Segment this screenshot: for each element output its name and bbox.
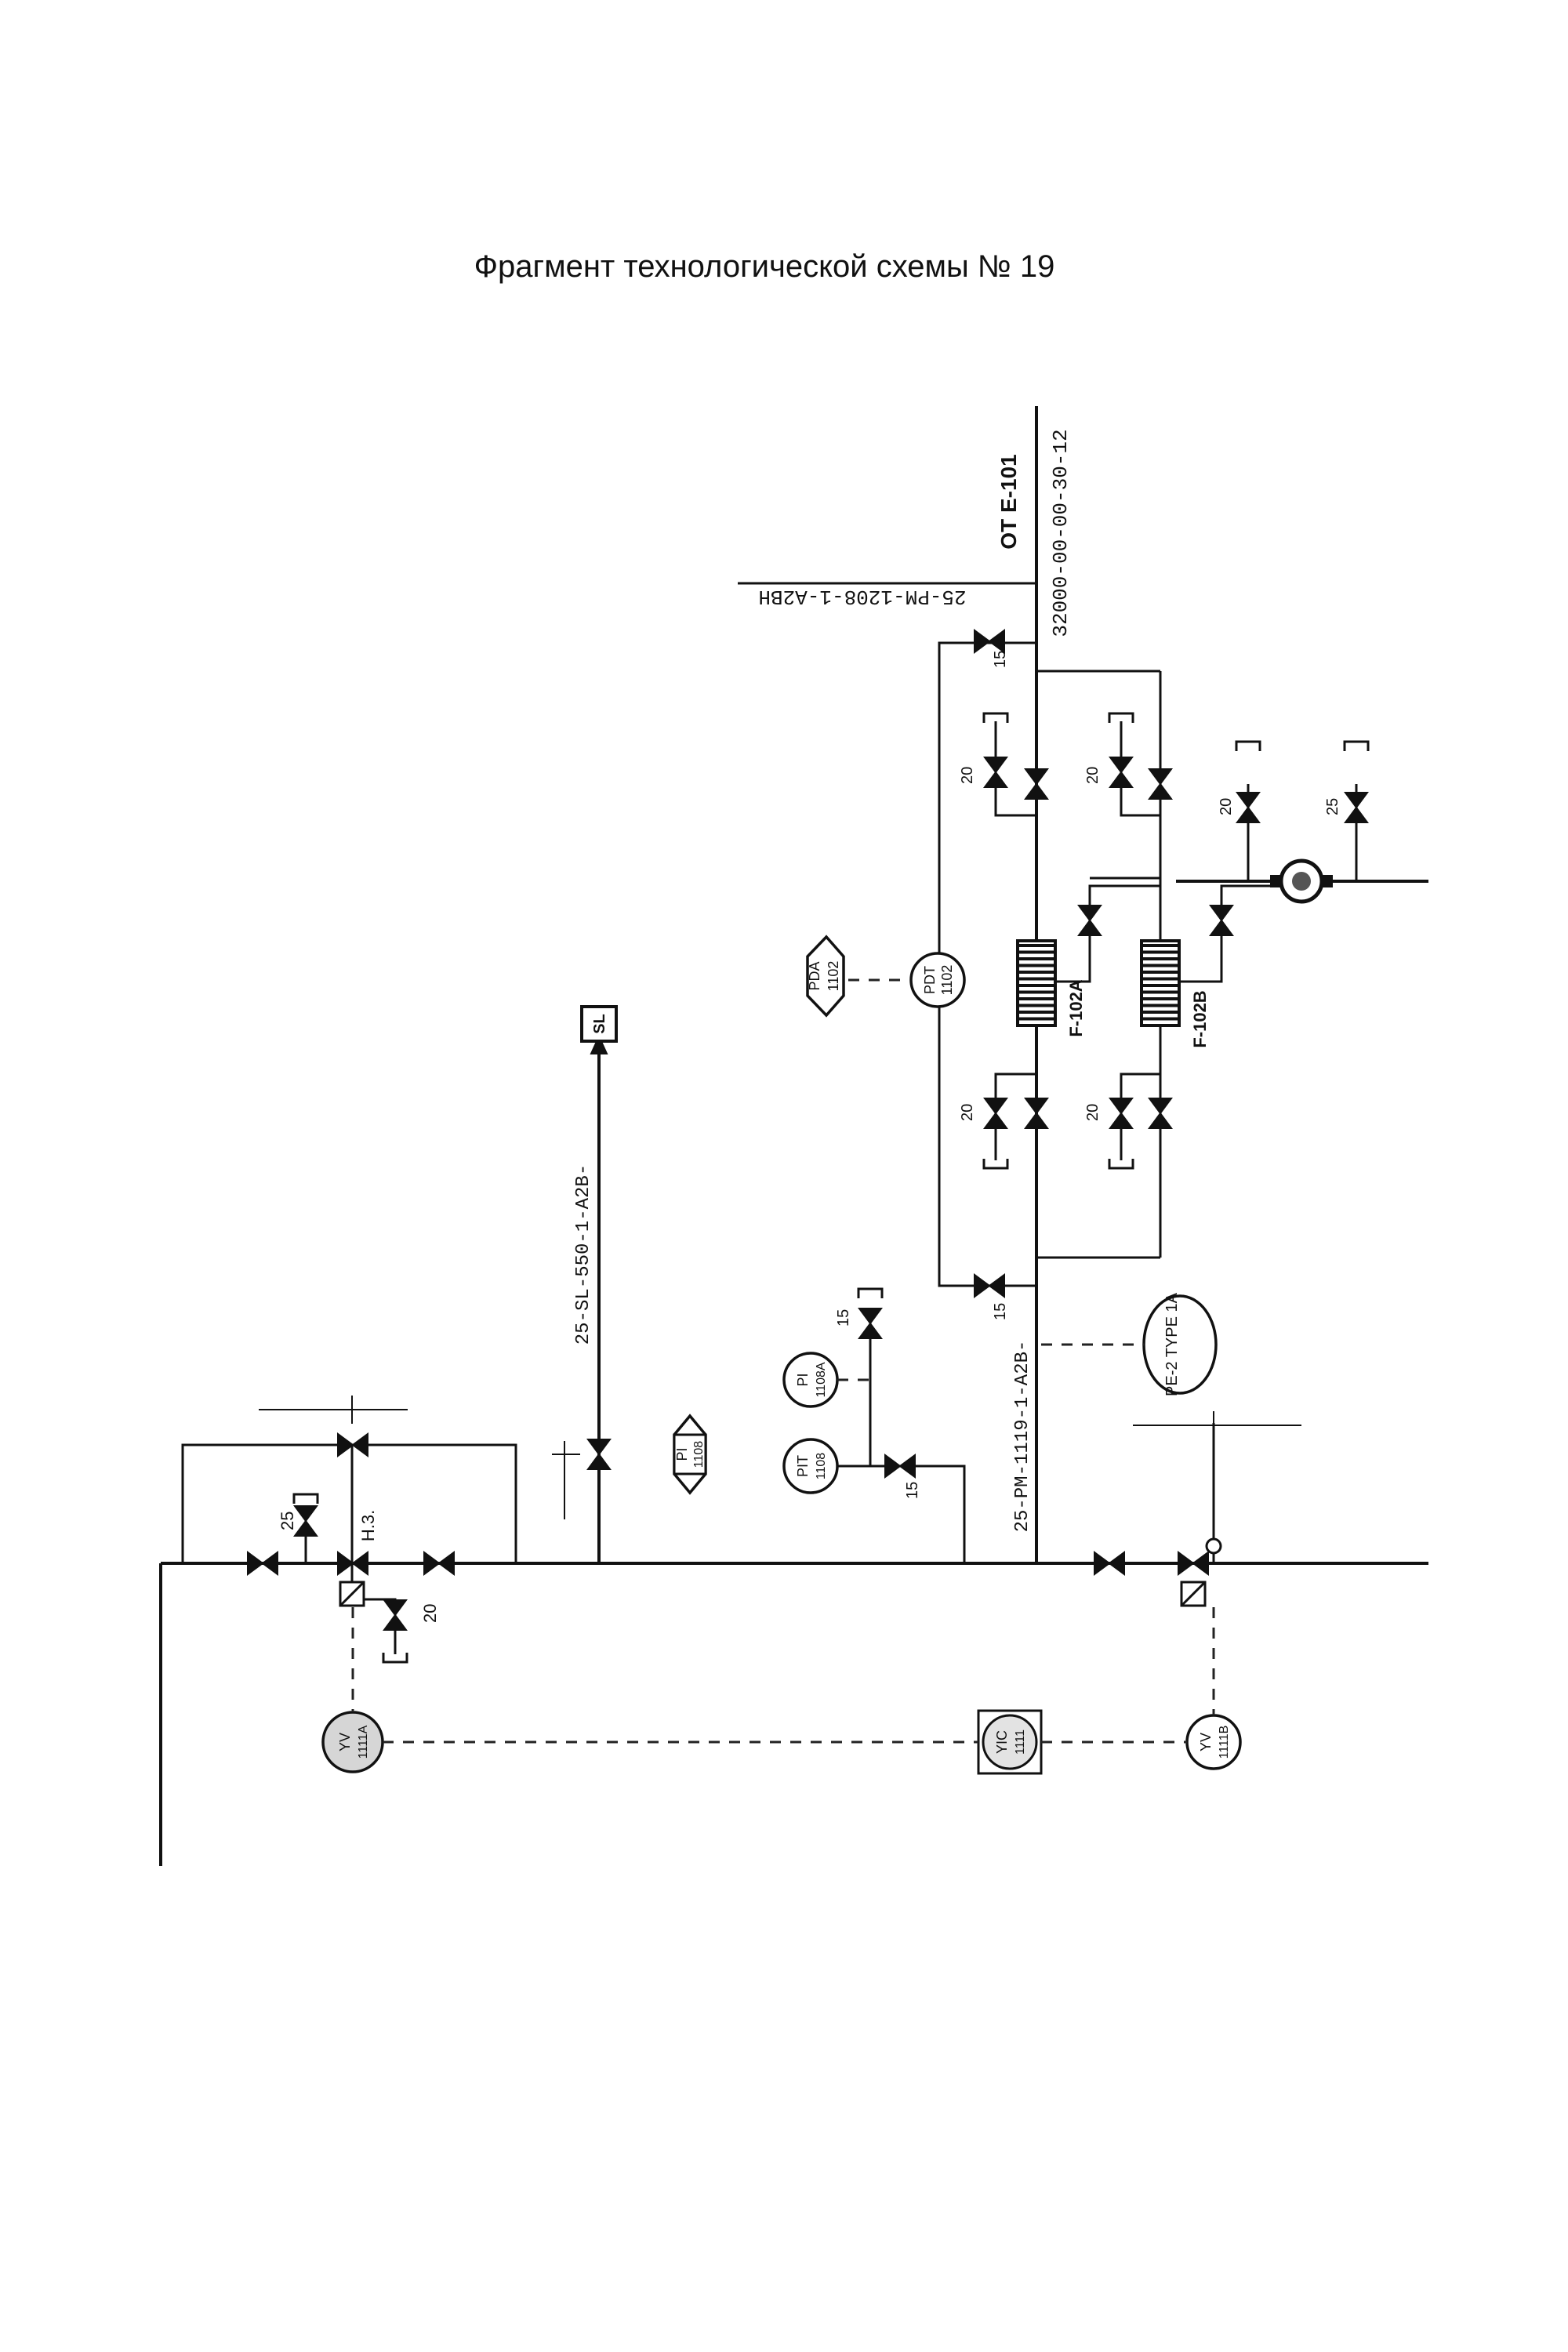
pia-num: 1108A bbox=[815, 1362, 828, 1397]
instrument-pit-1108: PIT 1108 bbox=[782, 1438, 839, 1494]
size-25-pump: 25 bbox=[1324, 798, 1341, 815]
yvb-num: 1111B bbox=[1218, 1726, 1231, 1759]
dimension-marks bbox=[259, 1396, 1301, 1519]
yva-tag: YV bbox=[337, 1733, 353, 1751]
valve-15-pit bbox=[884, 1454, 916, 1478]
hs-label: H.3. bbox=[358, 1510, 378, 1541]
instrument-yv-1111b: YV 1111B bbox=[1185, 1714, 1242, 1770]
insulation-label: PE-2 TYPE 1A bbox=[1163, 1292, 1181, 1396]
valve-drain-20 bbox=[383, 1599, 407, 1631]
valve-drain-top-b bbox=[1109, 757, 1133, 788]
drain-caps bbox=[292, 712, 1370, 1664]
valve-pump-20 bbox=[1236, 792, 1260, 823]
pdt-tag: PDT bbox=[922, 966, 938, 994]
yva-num: 1111A bbox=[357, 1725, 370, 1759]
size-20-left: 20 bbox=[420, 1604, 440, 1623]
pit-tag: PIT bbox=[795, 1455, 811, 1477]
valve-main-bot-a bbox=[1025, 1098, 1048, 1129]
valve-main-bot-b bbox=[1149, 1098, 1172, 1129]
valve-15-top bbox=[974, 630, 1005, 653]
filter-a-label: F-102A bbox=[1066, 979, 1086, 1036]
valve-cross-b bbox=[1210, 905, 1233, 936]
size-20-top-b: 20 bbox=[1084, 767, 1102, 784]
instrument-pda-1102: PDA 1102 bbox=[806, 935, 845, 1018]
actuators bbox=[339, 1537, 1222, 1607]
sl-box-label: SL bbox=[591, 1014, 608, 1034]
instrument-pi-1108: PI 1108 bbox=[673, 1414, 707, 1495]
size-15-drain: 15 bbox=[835, 1309, 852, 1327]
sl-box: SL bbox=[580, 1005, 618, 1043]
signal-lines bbox=[351, 1378, 1215, 1744]
valve-yv-b bbox=[1178, 1552, 1209, 1575]
valve-15-drain bbox=[858, 1308, 882, 1339]
valve-drain-bot-b bbox=[1109, 1098, 1133, 1129]
inlet-line-code: 25-PM-1208-1-A2BH bbox=[758, 585, 966, 608]
filter-f102b bbox=[1140, 939, 1181, 1027]
valve-main-top-a bbox=[1025, 768, 1048, 800]
sl-line-code: 25-SL-550-1-A2B- bbox=[573, 1164, 594, 1345]
valve-main-mid bbox=[423, 1552, 455, 1575]
valve-15-bottom bbox=[974, 1274, 1005, 1298]
pm-line-code: 25-PM-1119-1-A2B- bbox=[1012, 1341, 1033, 1533]
pda-tag: PDA bbox=[807, 961, 822, 990]
size-20-bot-a: 20 bbox=[959, 1104, 976, 1121]
rotated-labels: ОТ Е-101 32000-00-00-30-12 25-PM-1208-1-… bbox=[358, 429, 1210, 1541]
filter-f102a bbox=[1016, 939, 1057, 1027]
main-line-code: 32000-00-00-30-12 bbox=[1049, 429, 1073, 637]
pump bbox=[1270, 858, 1333, 904]
yic-tag: YIC bbox=[994, 1730, 1010, 1754]
pi-tag: PI bbox=[674, 1447, 690, 1461]
pda-num: 1102 bbox=[826, 961, 841, 992]
yvb-tag: YV bbox=[1198, 1733, 1214, 1751]
instrument-yv-1111a: YV 1111A bbox=[321, 1711, 384, 1773]
pit-num: 1108 bbox=[815, 1453, 828, 1480]
size-labels: 15 15 15 15 20 20 20 25 20 20 25 20 bbox=[278, 651, 1341, 1623]
pi-num: 1108 bbox=[692, 1441, 706, 1468]
pipelines bbox=[159, 406, 1428, 1866]
valve-main-left bbox=[247, 1552, 278, 1575]
valve-main-top-b bbox=[1149, 768, 1172, 800]
instrument-pdt-1102: PDT 1102 bbox=[909, 952, 966, 1008]
page-title: Фрагмент технологической схемы № 19 bbox=[474, 249, 1055, 284]
pia-tag: PI bbox=[795, 1373, 811, 1386]
yic-num: 1111 bbox=[1014, 1730, 1027, 1755]
valve-sl bbox=[587, 1439, 611, 1470]
size-15-bottom: 15 bbox=[992, 1303, 1009, 1320]
insulation-callout: PE-2 TYPE 1A bbox=[1041, 1292, 1218, 1396]
size-20-bot-b: 20 bbox=[1084, 1104, 1102, 1121]
size-15-pit: 15 bbox=[904, 1482, 921, 1499]
valve-main-right bbox=[1094, 1552, 1125, 1575]
valve-cross-a bbox=[1078, 905, 1102, 936]
filter-b-label: F-102B bbox=[1190, 990, 1210, 1047]
size-20-top-a: 20 bbox=[959, 767, 976, 784]
valve-drain-top-a bbox=[984, 757, 1007, 788]
instrument-yic-1111: YIC 1111 bbox=[977, 1709, 1043, 1775]
size-20-pump: 20 bbox=[1218, 798, 1235, 815]
size-25-left: 25 bbox=[278, 1512, 297, 1530]
pdt-num: 1102 bbox=[939, 965, 955, 996]
instrument-pi-1108a: PI 1108A bbox=[782, 1352, 839, 1408]
valve-drain-bot-a bbox=[984, 1098, 1007, 1129]
valve-pump-25 bbox=[1345, 792, 1368, 823]
valve-drain-25 bbox=[294, 1505, 318, 1537]
size-15-top: 15 bbox=[992, 651, 1009, 668]
from-equipment-label: ОТ Е-101 bbox=[996, 454, 1021, 549]
